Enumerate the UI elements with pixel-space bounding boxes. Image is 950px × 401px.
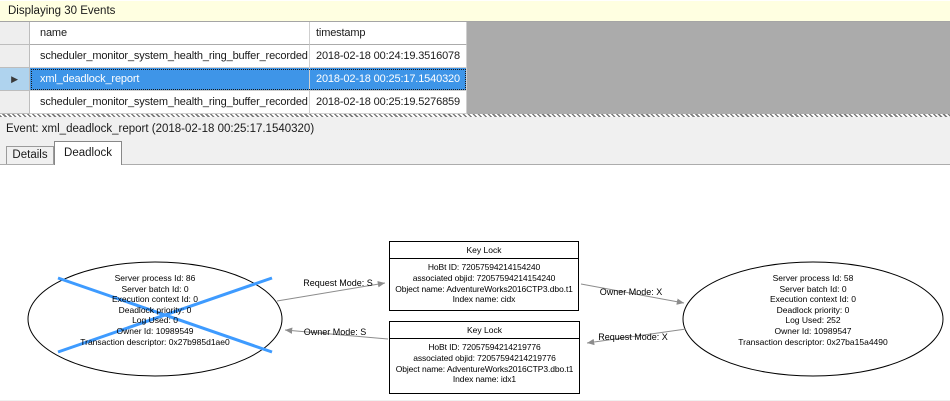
- cell-name[interactable]: scheduler_monitor_system_health_ring_buf…: [30, 45, 310, 68]
- deadlock-graph-shapes: [27, 261, 944, 377]
- grid-header-row: name timestamp: [0, 22, 467, 45]
- edge-label-request-x: Request Mode: X: [598, 332, 668, 342]
- edge-label-request-s: Request Mode: S: [303, 278, 373, 288]
- cell-name[interactable]: scheduler_monitor_system_health_ring_buf…: [30, 91, 310, 114]
- row-header-3[interactable]: [0, 91, 30, 114]
- victim-cross-line: [57, 276, 273, 354]
- grid-corner-cell: [0, 22, 30, 45]
- edge-owner-x: [580, 283, 685, 305]
- cell-name[interactable]: xml_deadlock_report: [30, 68, 310, 91]
- deadlock-graph-canvas: Server process Id: 86 Server batch Id: 0…: [0, 164, 950, 400]
- edge-owner-s: [284, 327, 389, 340]
- process-node-ellipse: [682, 261, 944, 377]
- column-header-timestamp[interactable]: timestamp: [310, 22, 467, 45]
- events-grid: name timestamp scheduler_monitor_system_…: [0, 22, 950, 114]
- edge-label-owner-x: Owner Mode: X: [599, 287, 663, 297]
- cell-timestamp[interactable]: 2018-02-18 00:24:19.3516078: [310, 45, 467, 68]
- event-summary-label: Event: xml_deadlock_report (2018-02-18 0…: [6, 123, 315, 135]
- column-header-name[interactable]: name: [30, 22, 310, 45]
- row-header-2[interactable]: ▶: [0, 68, 30, 91]
- cell-timestamp[interactable]: 2018-02-18 00:25:17.1540320: [310, 68, 467, 91]
- edge-label-owner-s: Owner Mode: S: [303, 327, 367, 337]
- event-row-3[interactable]: scheduler_monitor_system_health_ring_buf…: [0, 91, 467, 114]
- grid-splitter[interactable]: [0, 114, 950, 117]
- event-summary-bar: Event: xml_deadlock_report (2018-02-18 0…: [0, 117, 950, 141]
- edge-request-s: [276, 281, 386, 302]
- resource-node-key-lock-idx1: Key Lock HoBt ID: 72057594214219776 asso…: [389, 321, 580, 394]
- event-row-2-selected[interactable]: ▶ xml_deadlock_report 2018-02-18 00:25:1…: [0, 68, 467, 91]
- events-count-bar: Displaying 30 Events: [0, 0, 950, 22]
- resource-title: Key Lock: [390, 322, 579, 339]
- process-node: Server process Id: 58 Server batch Id: 0…: [738, 273, 888, 347]
- row-header-1[interactable]: [0, 45, 30, 68]
- process-node-victim: Server process Id: 86 Server batch Id: 0…: [80, 273, 230, 347]
- event-row-1[interactable]: scheduler_monitor_system_health_ring_buf…: [0, 45, 467, 68]
- resource-title: Key Lock: [390, 242, 578, 259]
- cell-timestamp[interactable]: 2018-02-18 00:25:19.5276859: [310, 91, 467, 114]
- current-row-arrow-icon: ▶: [11, 73, 18, 84]
- tab-details[interactable]: Details: [6, 146, 54, 164]
- tab-deadlock[interactable]: Deadlock: [54, 141, 122, 165]
- events-count-label: Displaying 30 Events: [8, 5, 116, 17]
- resource-node-key-lock-cidx: Key Lock HoBt ID: 72057594214154240 asso…: [389, 241, 579, 311]
- edge-request-x: [586, 328, 687, 346]
